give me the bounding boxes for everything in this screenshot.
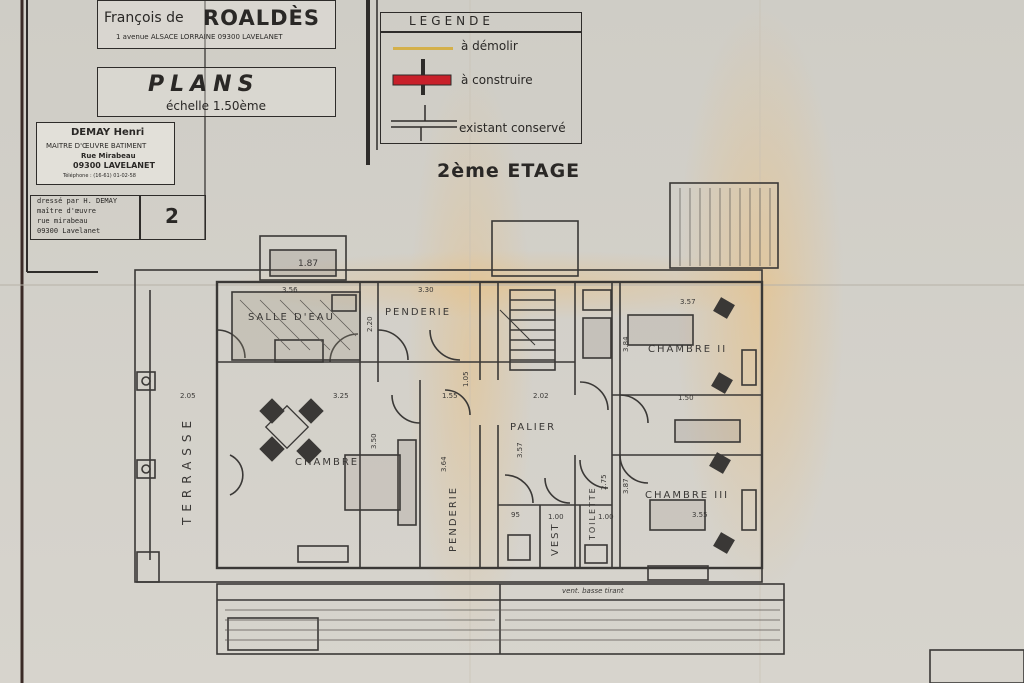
architect-name-main: ROALDÈS [203,6,320,30]
stamp-city: 09300 LAVELANET [73,161,155,170]
drawn-by-box: dressé par H. DEMAY maître d'œuvre rue m… [30,195,206,240]
room-toilette: TOILETTE [588,486,597,540]
note-bottom: vent. basse tirant [562,587,624,595]
room-salle-eau: SALLE D'EAU [248,312,335,323]
dim-10: 1.00 [548,513,564,521]
legend-existing-swatch [391,105,457,141]
drawn-by-line1: dressé par H. DEMAY [37,197,118,205]
room-vest: VEST [550,522,561,556]
stamp-name: DEMAY Henri [71,127,145,138]
dim-9: 3.55 [692,511,708,519]
dim-8: 1.50 [678,394,694,402]
legend-demolish-label: à démolir [461,39,518,53]
legend-existing-label: existant conservé [459,121,566,135]
drawn-by-line2: maître d'œuvre [37,207,97,215]
architect-address: 1 avenue ALSACE LORRAINE 09300 LAVELANET [116,33,283,41]
drawn-by-line3: rue mirabeau [37,217,88,225]
legend-construct-swatch [392,59,452,95]
stamp-street: Rue Mirabeau [81,152,136,160]
contractor-stamp: DEMAY Henri MAITRE D'ŒUVRE BATIMENT Rue … [36,122,175,185]
plans-scale: échelle 1.50ème [166,99,267,113]
legend-demolish-swatch [393,47,453,50]
room-chambre-main: CHAMBRE [295,457,360,468]
legend-box: LEGENDE à démolir à construire existant … [380,12,582,144]
architect-name-prefix: François de [104,10,184,26]
plans-title-box: PLANS échelle 1.50ème [97,67,336,117]
dim-6: 1.55 [442,392,458,400]
room-penderie-vertical: PENDERIE [448,485,459,552]
architect-box: François de ROALDÈS 1 avenue ALSACE LORR… [97,0,336,49]
room-chambre-iii: CHAMBRE III [645,490,730,501]
room-chambre-ii: CHAMBRE II [648,344,728,355]
room-palier: PALIER [510,422,557,433]
room-penderie-top: PENDERIE [385,307,452,318]
dim-18: 3.84 [622,336,630,352]
dim-20: 2.75 [600,474,608,490]
dim-16: 3.57 [516,442,524,458]
dim-15: 3.50 [370,433,378,449]
dim-2: 3.30 [418,286,434,294]
dim-12: 95 [511,511,520,519]
dim-11: 1.00 [598,513,614,521]
dim-4: 2.05 [180,392,196,400]
floor-title: 2ème ETAGE [437,160,581,182]
sheet-number: 2 [165,204,179,228]
stamp-phone: Téléphone : (16-61) 01-02-58 [63,173,136,179]
dim-14: 1.05 [462,371,470,387]
dim-13: 2.20 [366,316,374,332]
legend-construct-label: à construire [461,73,533,87]
dim-7: 2.02 [533,392,549,400]
dim-bath: 1.87 [298,259,319,269]
dim-5: 3.25 [333,392,349,400]
plans-title: PLANS [148,72,260,97]
legend-title: LEGENDE [409,14,494,28]
dim-19: 3.87 [622,478,630,494]
room-terrasse: TERRASSE [180,414,194,525]
dim-3: 3.57 [680,298,696,306]
stamp-trade: MAITRE D'ŒUVRE BATIMENT [46,142,147,150]
dim-17: 3.64 [440,456,448,472]
drawn-by-line4: 09300 Lavelanet [37,227,101,235]
dim-1: 3.56 [282,286,298,294]
